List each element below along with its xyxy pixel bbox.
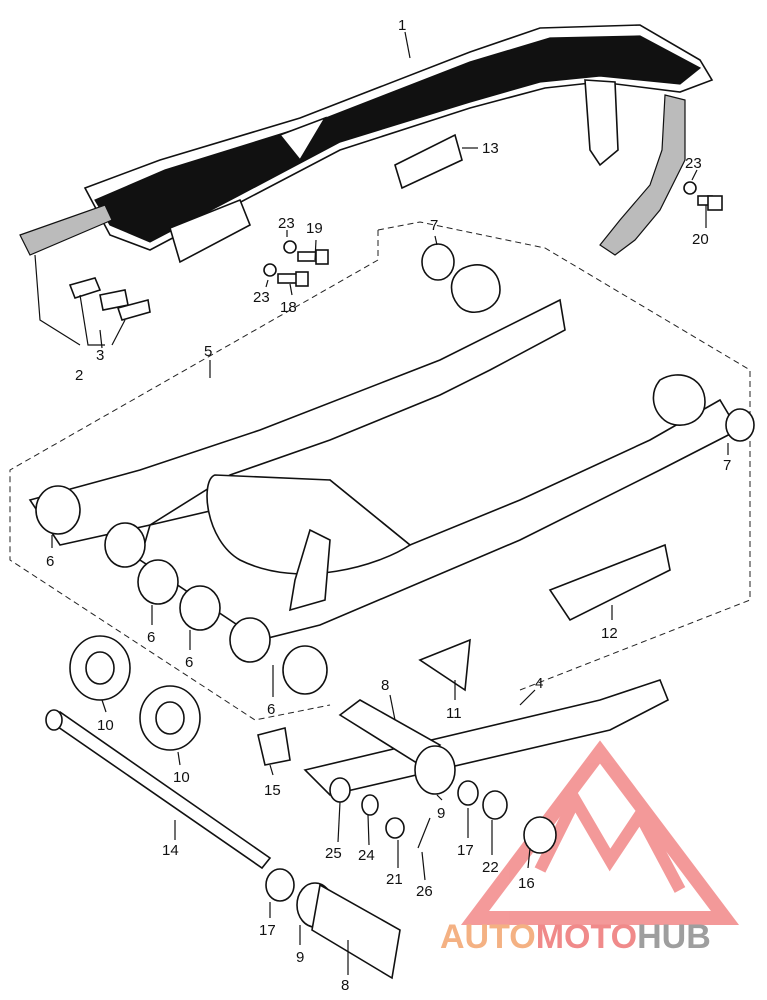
label-14: 14 <box>162 842 179 859</box>
label-7b: 7 <box>723 457 731 474</box>
label-9a: 9 <box>437 805 445 822</box>
watermark-hub: HUB <box>637 918 711 956</box>
label-22: 22 <box>482 859 499 876</box>
bolts-upper <box>263 181 723 287</box>
swingarm <box>28 264 740 641</box>
label-23b: 23 <box>253 289 270 306</box>
drive-chain <box>599 94 686 256</box>
label-2: 2 <box>75 367 83 384</box>
label-10a: 10 <box>97 717 114 734</box>
label-26: 26 <box>416 883 433 900</box>
label-19: 19 <box>306 220 323 237</box>
pivot-bushings <box>35 485 328 695</box>
chain-segment <box>19 204 113 256</box>
label-6c: 6 <box>185 654 193 671</box>
label-7a: 7 <box>430 217 438 234</box>
label-15: 15 <box>264 782 281 799</box>
label-18: 18 <box>280 299 297 316</box>
label-3: 3 <box>96 347 104 364</box>
watermark-moto: MOTO <box>536 918 637 956</box>
label-5: 5 <box>204 343 212 360</box>
label-17a: 17 <box>457 842 474 859</box>
label-25: 25 <box>325 845 342 862</box>
label-6a: 6 <box>46 553 54 570</box>
label-23a: 23 <box>278 215 295 232</box>
label-21: 21 <box>386 871 403 888</box>
small-parts <box>257 543 671 854</box>
part-labels: 1 2 3 4 5 6 6 6 6 7 7 8 8 9 9 10 10 11 1… <box>46 17 731 994</box>
watermark-auto: AUTO <box>440 918 536 956</box>
pivot-bolt <box>45 709 272 870</box>
assembly-boundary <box>9 221 751 721</box>
label-4: 4 <box>535 675 543 692</box>
label-8a: 8 <box>381 677 389 694</box>
watermark: AUTOMOTOHUB <box>440 918 711 956</box>
dust-seals <box>69 635 201 751</box>
label-10b: 10 <box>173 769 190 786</box>
torque-link <box>303 679 670 796</box>
label-13: 13 <box>482 140 499 157</box>
label-23c: 23 <box>685 155 702 172</box>
label-12: 12 <box>601 625 618 642</box>
label-17b: 17 <box>259 922 276 939</box>
pivot-collar-lower <box>265 868 401 980</box>
label-8b: 8 <box>341 977 349 994</box>
chain-case <box>83 24 714 264</box>
label-6d: 6 <box>267 701 275 718</box>
svg-text:AUTOMOTOHUB: AUTOMOTOHUB <box>440 918 711 956</box>
master-link <box>68 277 151 321</box>
label-1: 1 <box>398 17 406 34</box>
label-9b: 9 <box>296 949 304 966</box>
label-24: 24 <box>358 847 375 864</box>
label-11: 11 <box>446 705 462 722</box>
bushing-7 <box>421 243 755 442</box>
leader-lines <box>34 31 729 975</box>
label-16: 16 <box>518 875 535 892</box>
label-20: 20 <box>692 231 709 248</box>
label-plate <box>394 133 463 190</box>
label-6b: 6 <box>147 629 155 646</box>
watermark-logo-icon <box>460 740 740 925</box>
